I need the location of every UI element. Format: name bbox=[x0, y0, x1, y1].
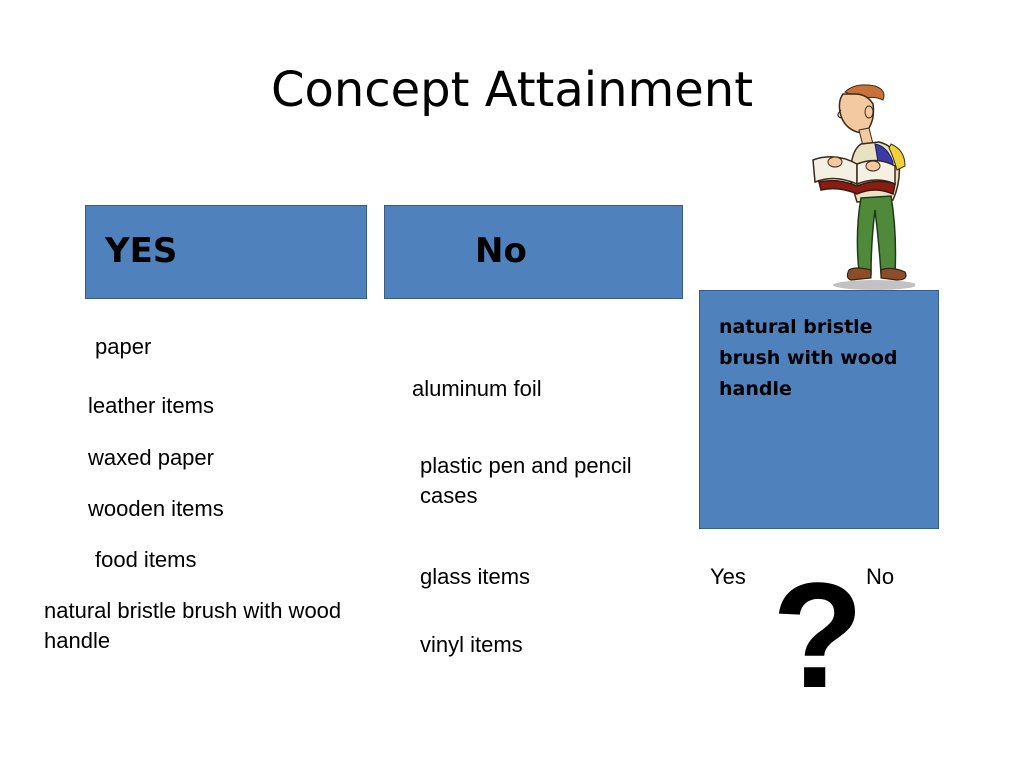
no-item: plastic pen and pencil cases bbox=[420, 453, 632, 508]
no-item: vinyl items bbox=[420, 632, 523, 657]
choice-yes-label: Yes bbox=[710, 564, 746, 589]
yes-item: wooden items bbox=[88, 496, 224, 521]
question-mark: ? bbox=[772, 551, 864, 719]
yes-header-box: YES bbox=[85, 205, 367, 299]
reading-man-icon bbox=[812, 84, 915, 290]
yes-header-label: YES bbox=[105, 231, 178, 271]
yes-item: leather items bbox=[88, 393, 214, 418]
test-example-text: natural bristle brush with wood handle bbox=[719, 316, 898, 400]
yes-item: paper bbox=[95, 334, 152, 359]
yes-item: food items bbox=[95, 547, 197, 572]
no-header-box: No bbox=[384, 205, 683, 299]
test-example-box: natural bristle brush with wood handle bbox=[699, 290, 939, 529]
no-header-label: No bbox=[475, 231, 527, 271]
yes-item: waxed paper bbox=[88, 445, 214, 470]
no-item: glass items bbox=[420, 564, 531, 589]
slide-title: Concept Attainment bbox=[270, 62, 754, 118]
no-item: aluminum foil bbox=[412, 376, 542, 401]
choice-no-label: No bbox=[866, 564, 895, 589]
yes-item: natural bristle brush with wood handle bbox=[44, 598, 342, 653]
